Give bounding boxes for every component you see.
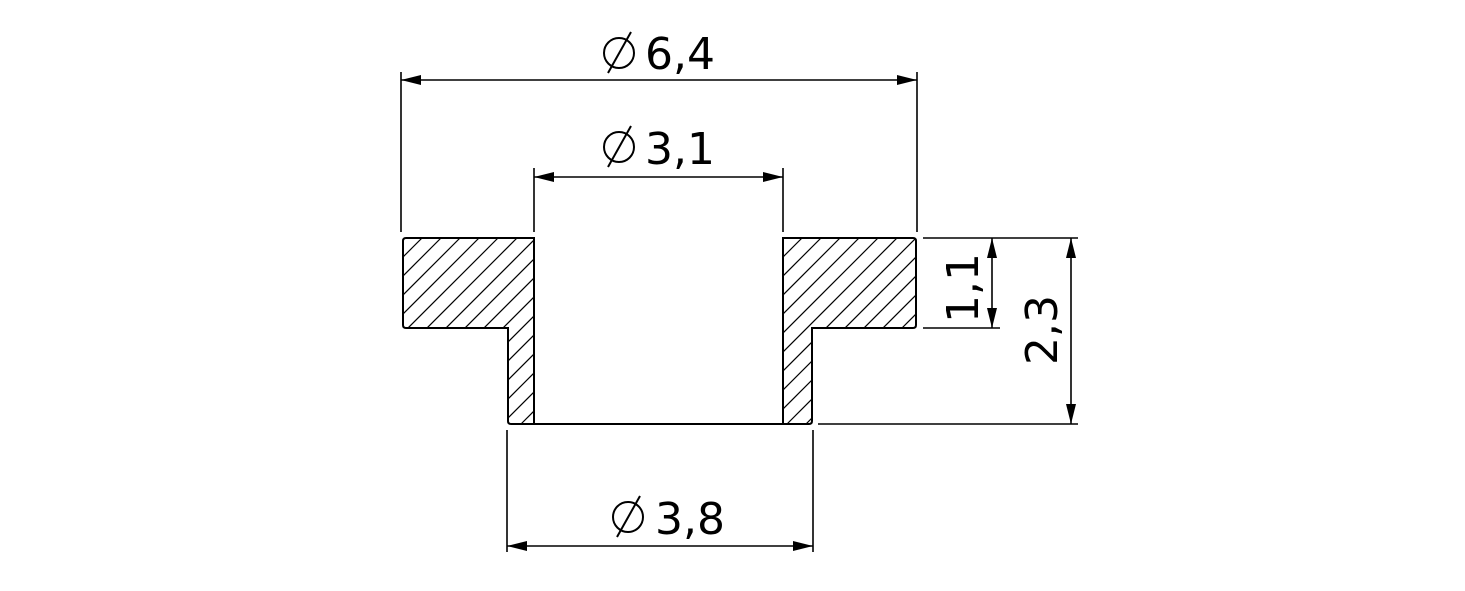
hatch-line xyxy=(463,238,534,424)
hatch-line xyxy=(783,238,803,424)
dimension-lines xyxy=(401,75,1076,551)
extension-lines xyxy=(400,72,1078,552)
hatch-line xyxy=(1053,238,1239,424)
hatch-line xyxy=(540,238,726,424)
hatch-line xyxy=(597,238,783,424)
hatch-line xyxy=(783,238,916,424)
hatch-line xyxy=(616,238,802,424)
hatch-line xyxy=(501,238,534,424)
diameter-symbol-icon xyxy=(603,31,635,74)
hatch-left xyxy=(403,238,802,424)
hatch-right xyxy=(783,238,1277,424)
hatch-line xyxy=(425,238,534,424)
hatch-line xyxy=(403,238,404,424)
diameter-symbol-icon xyxy=(612,495,644,538)
hatch-line xyxy=(578,238,764,424)
hatch-line xyxy=(843,238,916,424)
diameter-symbol-icon xyxy=(603,125,635,168)
hatch-line xyxy=(482,238,534,424)
total-height-value: 2,3 xyxy=(1017,295,1068,365)
hatch-line xyxy=(403,238,518,424)
hatch-line xyxy=(783,238,916,424)
hatch-line xyxy=(403,238,442,424)
hatch-line xyxy=(783,238,822,424)
dim-label-bore-diameter: 3,1 xyxy=(603,124,715,175)
hatch-line xyxy=(559,238,745,424)
hatch-line xyxy=(783,238,916,424)
flange-thickness-value: 1,1 xyxy=(938,253,989,323)
hatch-line xyxy=(783,238,784,424)
hatch-line xyxy=(783,238,841,424)
hatch-line xyxy=(783,238,860,424)
right-wall-outline xyxy=(782,237,917,425)
hatch-line xyxy=(403,238,534,424)
hatch-line xyxy=(977,238,1163,424)
hatch-line xyxy=(403,238,423,424)
hatch-line xyxy=(403,238,480,424)
dim-label-shank-diameter: 3,8 xyxy=(612,494,725,545)
hatch-line xyxy=(444,238,534,424)
outer-diameter-value: 6,4 xyxy=(645,29,715,80)
hatch-line xyxy=(783,238,898,424)
shank-diameter-value: 3,8 xyxy=(655,494,725,545)
dim-label-outer-diameter: 6,4 xyxy=(603,29,715,80)
left-wall-outline xyxy=(402,237,535,425)
hatch-line xyxy=(520,238,534,424)
hatch-line xyxy=(1091,238,1277,424)
bore-diameter-value: 3,1 xyxy=(645,124,715,175)
hatch-line xyxy=(403,238,461,424)
hatch-line xyxy=(1072,238,1258,424)
hatch-line xyxy=(406,238,534,424)
hatch-line xyxy=(403,238,534,424)
hatch-line xyxy=(403,238,499,424)
hatch-line xyxy=(783,238,879,424)
section-view xyxy=(402,237,1277,425)
